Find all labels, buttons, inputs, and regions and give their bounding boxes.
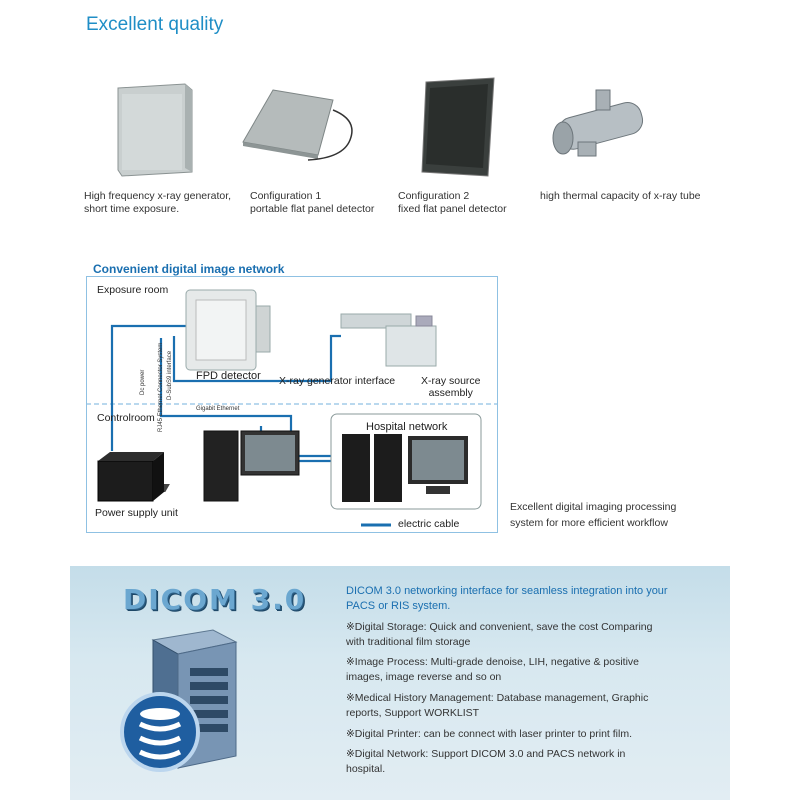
dicom-title: DICOM 3.0 bbox=[123, 583, 307, 616]
feature-digital-printer: ※Digital Printer: can be connect with la… bbox=[346, 728, 632, 740]
caption-generator: High frequency x-ray generator,short tim… bbox=[84, 190, 232, 215]
dc-power-label: Dc power bbox=[140, 369, 146, 395]
side-text-line1: Excellent digital imaging processing bbox=[510, 501, 677, 513]
power-supply-unit-label: Power supply unit bbox=[95, 507, 178, 519]
side-text-line2: system for more efficient workflow bbox=[510, 517, 668, 529]
dicom-intro: DICOM 3.0 networking interface for seaml… bbox=[346, 585, 668, 612]
server-database-icon bbox=[120, 629, 238, 772]
page-title: Excellent quality bbox=[86, 14, 224, 35]
feature-medical-history: ※Medical History Management: Database ma… bbox=[346, 692, 649, 719]
fixed-detector-image bbox=[421, 77, 495, 177]
xray-tube-image bbox=[552, 89, 644, 157]
network-diagram-lines bbox=[86, 289, 498, 527]
fpd-detector-label: FPD detector bbox=[196, 370, 261, 382]
xray-generator-image bbox=[117, 83, 193, 177]
dsub-interface-label: D-SubS9 interface bbox=[167, 350, 173, 400]
feature-digital-storage: ※Digital Storage: Quick and convenient, … bbox=[346, 621, 653, 648]
electric-cable-legend: electric cable bbox=[398, 518, 460, 530]
network-title: Convenient digital image network bbox=[93, 262, 285, 276]
exposure-room-label: Exposure room bbox=[97, 284, 169, 296]
xray-generator-interface-label: X-ray generator interface bbox=[279, 375, 396, 387]
caption-xray-tube: high thermal capacity of x-ray tube bbox=[540, 190, 701, 202]
portable-detector-image bbox=[242, 89, 353, 161]
rj45-label: RJ45 Ethernet Connector System bbox=[158, 342, 164, 432]
hospital-network-label: Hospital network bbox=[366, 421, 448, 433]
control-room-label: Controlroom bbox=[97, 412, 155, 424]
feature-image-process: ※Image Process: Multi-grade denoise, LIH… bbox=[346, 656, 640, 683]
feature-digital-network: ※Digital Network: Support DICOM 3.0 and … bbox=[346, 748, 626, 775]
gigabit-ethernet-label: Gigabit Ethernet bbox=[196, 406, 240, 412]
